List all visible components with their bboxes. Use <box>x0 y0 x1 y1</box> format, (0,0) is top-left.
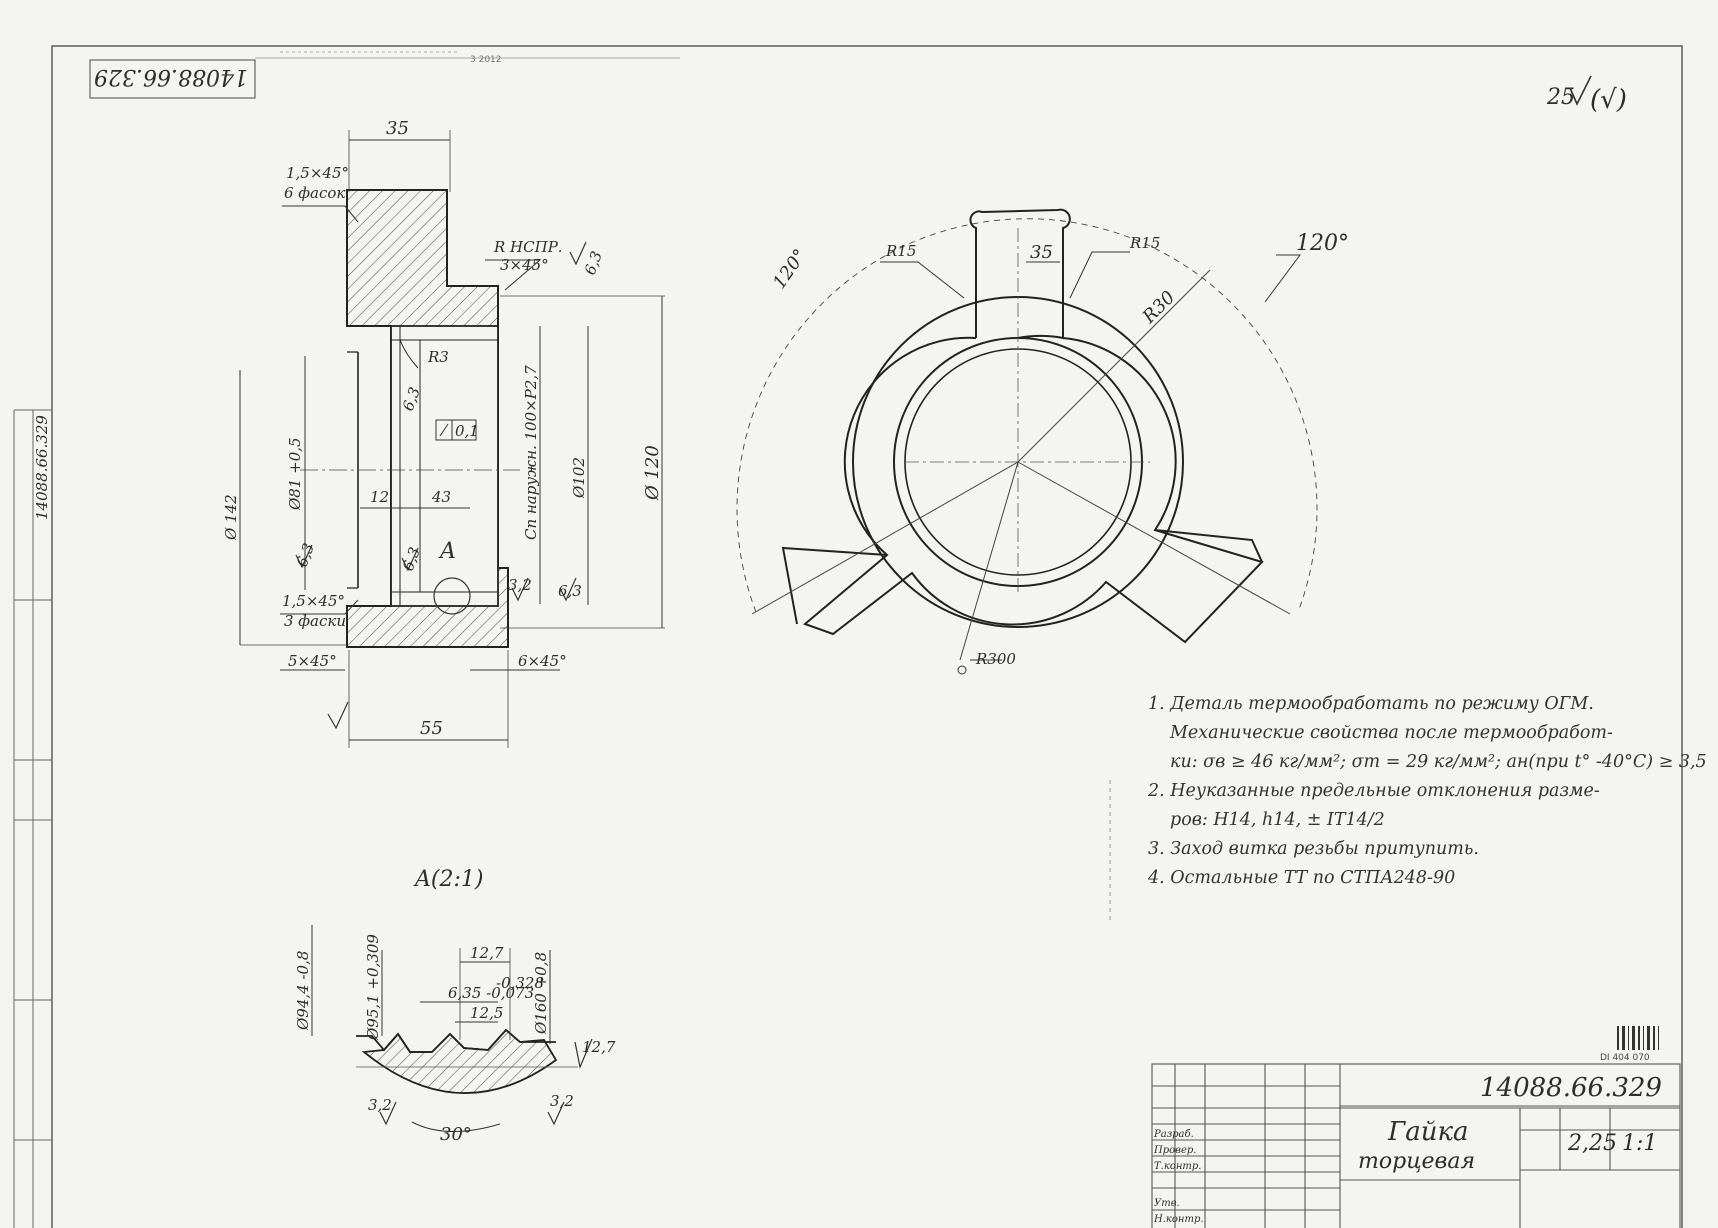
svg-text:Т.контр.: Т.контр. <box>1154 1161 1202 1172</box>
note-1-cont: Механические свойства после термообработ… <box>1170 723 1613 743</box>
svg-text:6,3: 6,3 <box>293 541 318 570</box>
svg-text:6,3: 6,3 <box>581 249 606 278</box>
svg-text:3,2: 3,2 <box>550 1092 574 1110</box>
end-view <box>736 208 1318 675</box>
svg-text:3,2: 3,2 <box>368 1096 392 1114</box>
side-archive-number: 14088.66.329 <box>33 415 51 520</box>
svg-text:3 фаски: 3 фаски <box>284 612 346 630</box>
svg-text:Ø 142: Ø 142 <box>222 494 240 541</box>
section-dimension-labels: 35 1,5×45° 6 фасок R НСПР. 3×45° 6,3 R3 … <box>222 118 663 739</box>
header-fragment: 3 2012 <box>470 55 502 65</box>
note-3: 3. Заход витка резьбы притупить. <box>1148 839 1479 859</box>
svg-text:Ø 120: Ø 120 <box>642 445 663 501</box>
svg-text:6,35 -0,073: 6,35 -0,073 <box>448 984 534 1002</box>
svg-text:Разраб.: Разраб. <box>1153 1129 1194 1140</box>
svg-text:-0,328: -0,328 <box>496 974 544 992</box>
svg-text:30°: 30° <box>440 1124 472 1145</box>
title-block-text: 14088.66.329 Гайка торцевая 2,25 1:1 Раз… <box>1153 1073 1662 1225</box>
svg-text:1,5×45°: 1,5×45° <box>282 592 345 610</box>
svg-text:R НСПР.: R НСПР. <box>493 238 563 256</box>
svg-text:6 фасок: 6 фасок <box>284 184 345 202</box>
svg-text:Утв.: Утв. <box>1154 1198 1180 1209</box>
svg-text:R15: R15 <box>885 242 916 260</box>
svg-text:R30: R30 <box>1138 287 1179 328</box>
detail-view: A(2:1) <box>311 867 593 1132</box>
svg-text:R300: R300 <box>975 650 1016 668</box>
svg-text:3×45°: 3×45° <box>500 256 549 274</box>
barcode-stamp <box>1617 1026 1659 1050</box>
detail-title: A(2:1) <box>413 867 483 892</box>
svg-text:35: 35 <box>386 118 409 139</box>
nut-outline <box>803 208 1264 644</box>
svg-text:Ø81 +0,5: Ø81 +0,5 <box>286 437 304 511</box>
scale-value: 1:1 <box>1622 1131 1657 1156</box>
svg-text:3,2: 3,2 <box>508 576 532 594</box>
svg-text:Ø94,4 -0,8: Ø94,4 -0,8 <box>294 951 312 1031</box>
detail-a-marker <box>433 577 471 615</box>
svg-text:6,3: 6,3 <box>558 582 582 600</box>
svg-text:A: A <box>438 539 456 564</box>
title-block <box>1151 1063 1681 1228</box>
svg-text:Ø102: Ø102 <box>570 457 588 499</box>
svg-text:120°: 120° <box>769 245 811 293</box>
title-drawing-number: 14088.66.329 <box>1480 1073 1662 1103</box>
mass-value: 2,25 <box>1567 1131 1617 1156</box>
technical-notes: 1. Деталь термообработать по режиму ОГМ.… <box>1148 690 1707 893</box>
svg-text:Сп наружн. 100×Р2,7: Сп наружн. 100×Р2,7 <box>522 365 540 540</box>
part-name-line1: Гайка <box>1387 1117 1469 1147</box>
svg-text:Ø95,1 +0,309: Ø95,1 +0,309 <box>364 934 382 1041</box>
svg-text:(√): (√) <box>1590 85 1627 115</box>
svg-text:Н.контр.: Н.контр. <box>1153 1214 1204 1225</box>
svg-text:120°: 120° <box>1296 231 1349 256</box>
general-roughness: 25 (√) <box>1546 75 1627 115</box>
note-1-cont2: ки: σв ≥ 46 кг/мм²; σт = 29 кг/мм²; ан(п… <box>1170 752 1707 772</box>
note-4: 4. Остальные ТТ по СТПА248-90 <box>1148 868 1456 888</box>
svg-text:35: 35 <box>1030 242 1053 263</box>
archive-number: 14088.66.329 <box>94 64 248 89</box>
section-view <box>239 130 665 748</box>
svg-text:R3: R3 <box>427 348 449 366</box>
svg-text:43: 43 <box>431 488 451 506</box>
svg-text:12: 12 <box>370 488 389 506</box>
svg-text:55: 55 <box>420 718 443 739</box>
part-name-line2: торцевая <box>1358 1149 1475 1174</box>
svg-text:5×45°: 5×45° <box>288 652 337 670</box>
note-1: 1. Деталь термообработать по режиму ОГМ. <box>1148 694 1594 714</box>
svg-text:Провер.: Провер. <box>1153 1145 1196 1156</box>
note-2: 2. Неуказанные предельные отклонения раз… <box>1148 781 1600 801</box>
svg-text:12,7: 12,7 <box>582 1038 616 1056</box>
svg-text:6×45°: 6×45° <box>518 652 567 670</box>
header-strip <box>255 51 680 59</box>
sheet-frame <box>13 45 1683 1228</box>
svg-text:R15: R15 <box>1129 234 1160 252</box>
detail-dimension-labels: Ø94,4 -0,8 Ø95,1 +0,309 12,7 6,35 -0,073… <box>294 934 616 1145</box>
svg-text:12,7: 12,7 <box>470 944 504 962</box>
svg-text:0,1: 0,1 <box>455 422 479 440</box>
stamp-code: DI 404 070 <box>1600 1053 1650 1063</box>
note-2-cont: ров: Н14, h14, ± IT14/2 <box>1170 810 1385 830</box>
svg-text:1,5×45°: 1,5×45° <box>286 164 349 182</box>
end-view-dimension-labels: 120° 120° R15 R15 35 R30 R300 <box>769 231 1349 668</box>
svg-text:Ø160 +0,8: Ø160 +0,8 <box>532 952 550 1035</box>
svg-text:12,5: 12,5 <box>470 1004 503 1022</box>
